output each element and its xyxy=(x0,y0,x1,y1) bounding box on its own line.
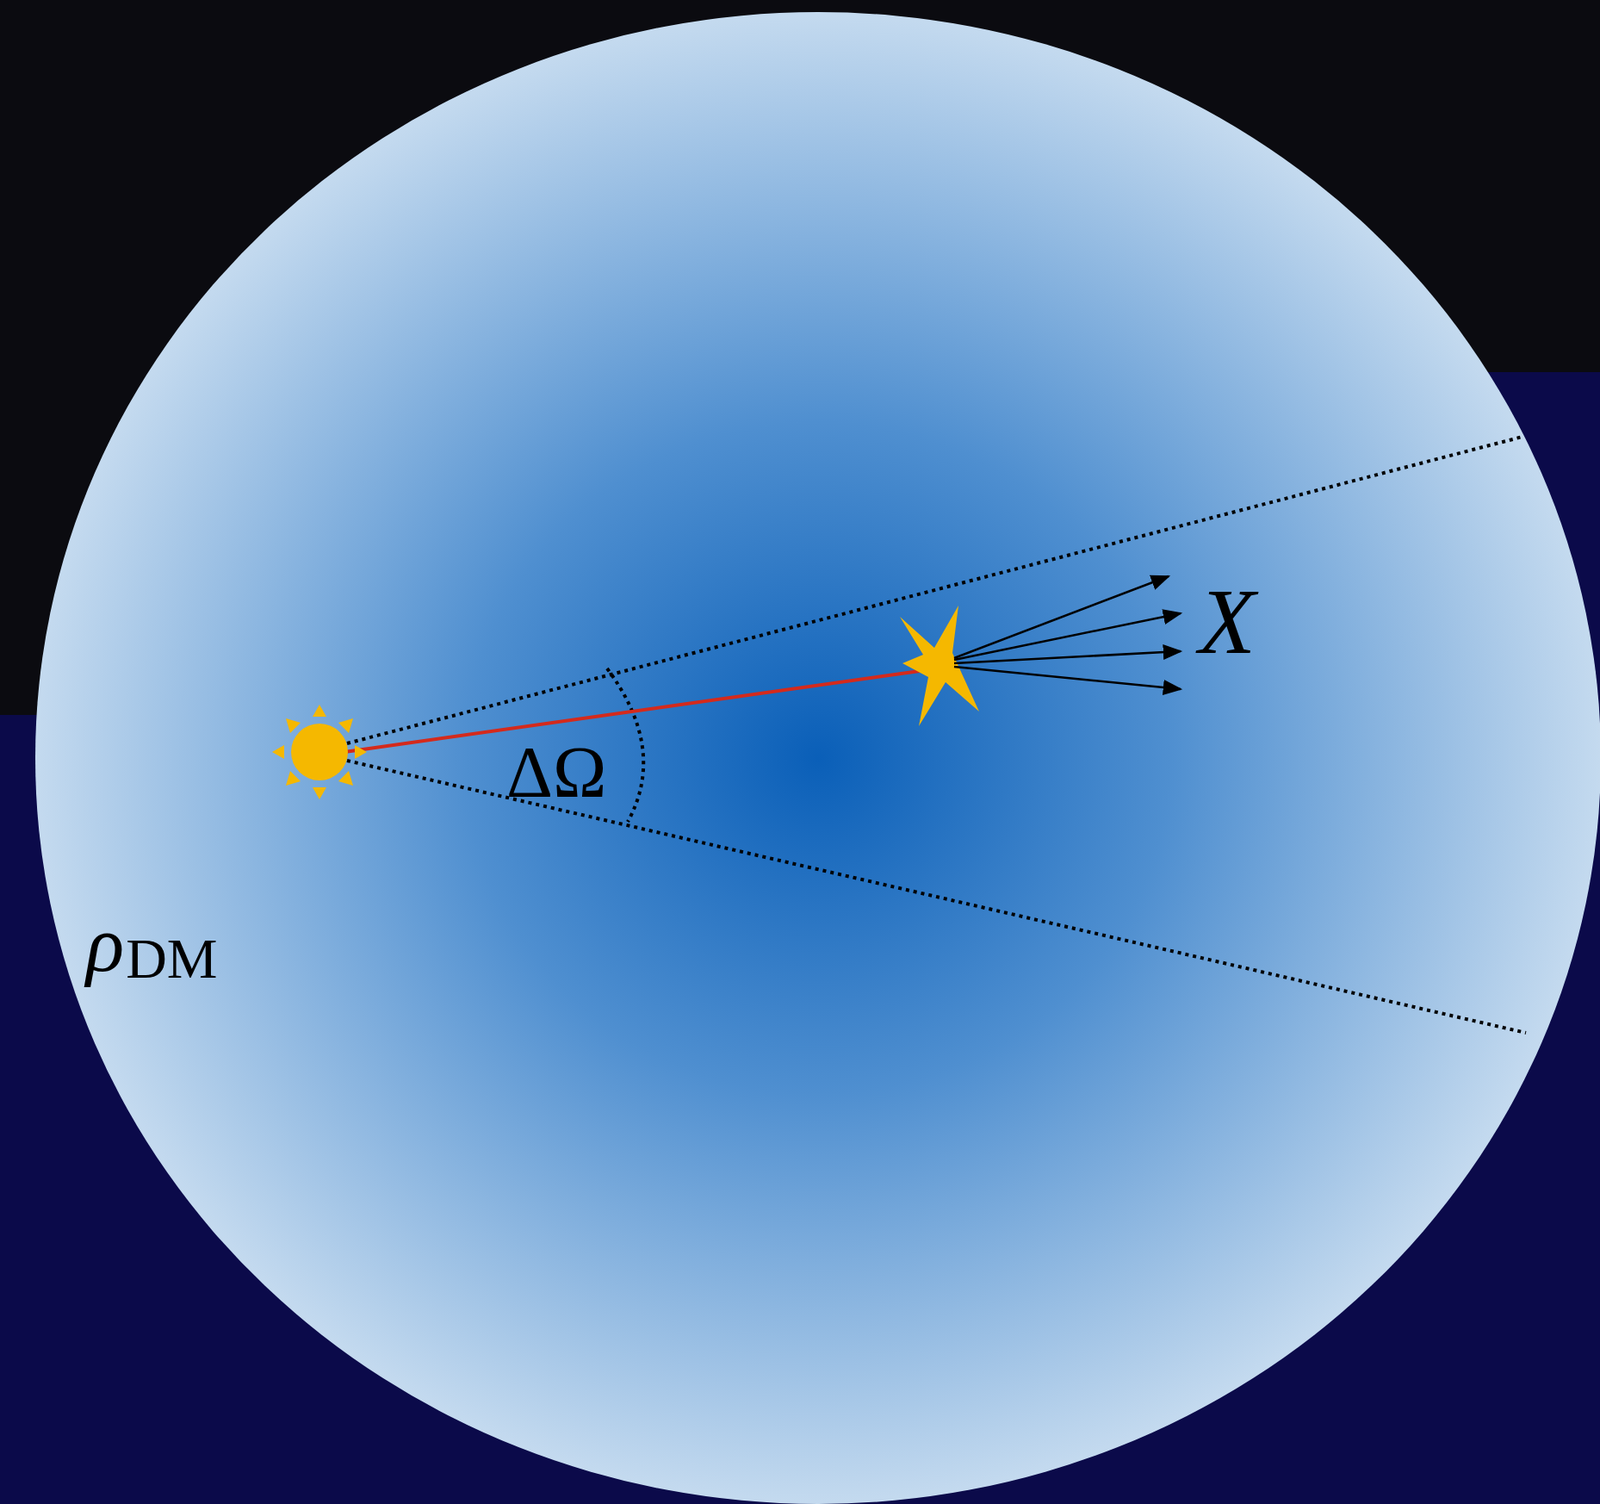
density-symbol: ρ xyxy=(86,904,125,984)
density-subscript: DM xyxy=(125,930,218,987)
cone-lines xyxy=(347,436,1526,1033)
sun-symbol xyxy=(272,704,367,800)
emission-arrows xyxy=(954,576,1181,689)
dark-matter-halo xyxy=(35,12,1600,1504)
particle-label: X xyxy=(1198,575,1256,669)
solid-angle-label: ΔΩ xyxy=(506,736,607,809)
red-ray xyxy=(344,669,926,752)
explosion-symbol xyxy=(899,605,980,726)
